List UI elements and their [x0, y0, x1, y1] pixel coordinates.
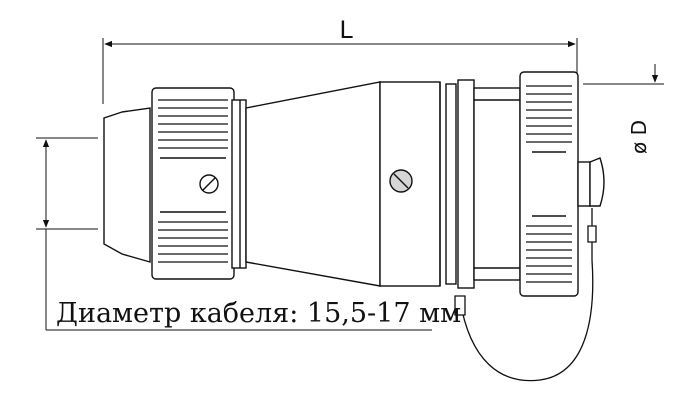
diameter-dimension	[583, 64, 664, 85]
screw-center	[389, 169, 413, 193]
lanyard-knob	[577, 157, 605, 207]
length-label: L	[339, 16, 353, 44]
diameter-label: ø D	[627, 120, 651, 154]
screw-left	[199, 174, 219, 194]
connector-body	[103, 71, 579, 297]
cap-lanyard	[454, 208, 597, 382]
cable-diameter-caption: Диаметр кабеля: 15,5-17 мм	[56, 298, 461, 329]
length-dimension	[102, 38, 578, 104]
cable-diameter-dimension	[36, 137, 432, 331]
